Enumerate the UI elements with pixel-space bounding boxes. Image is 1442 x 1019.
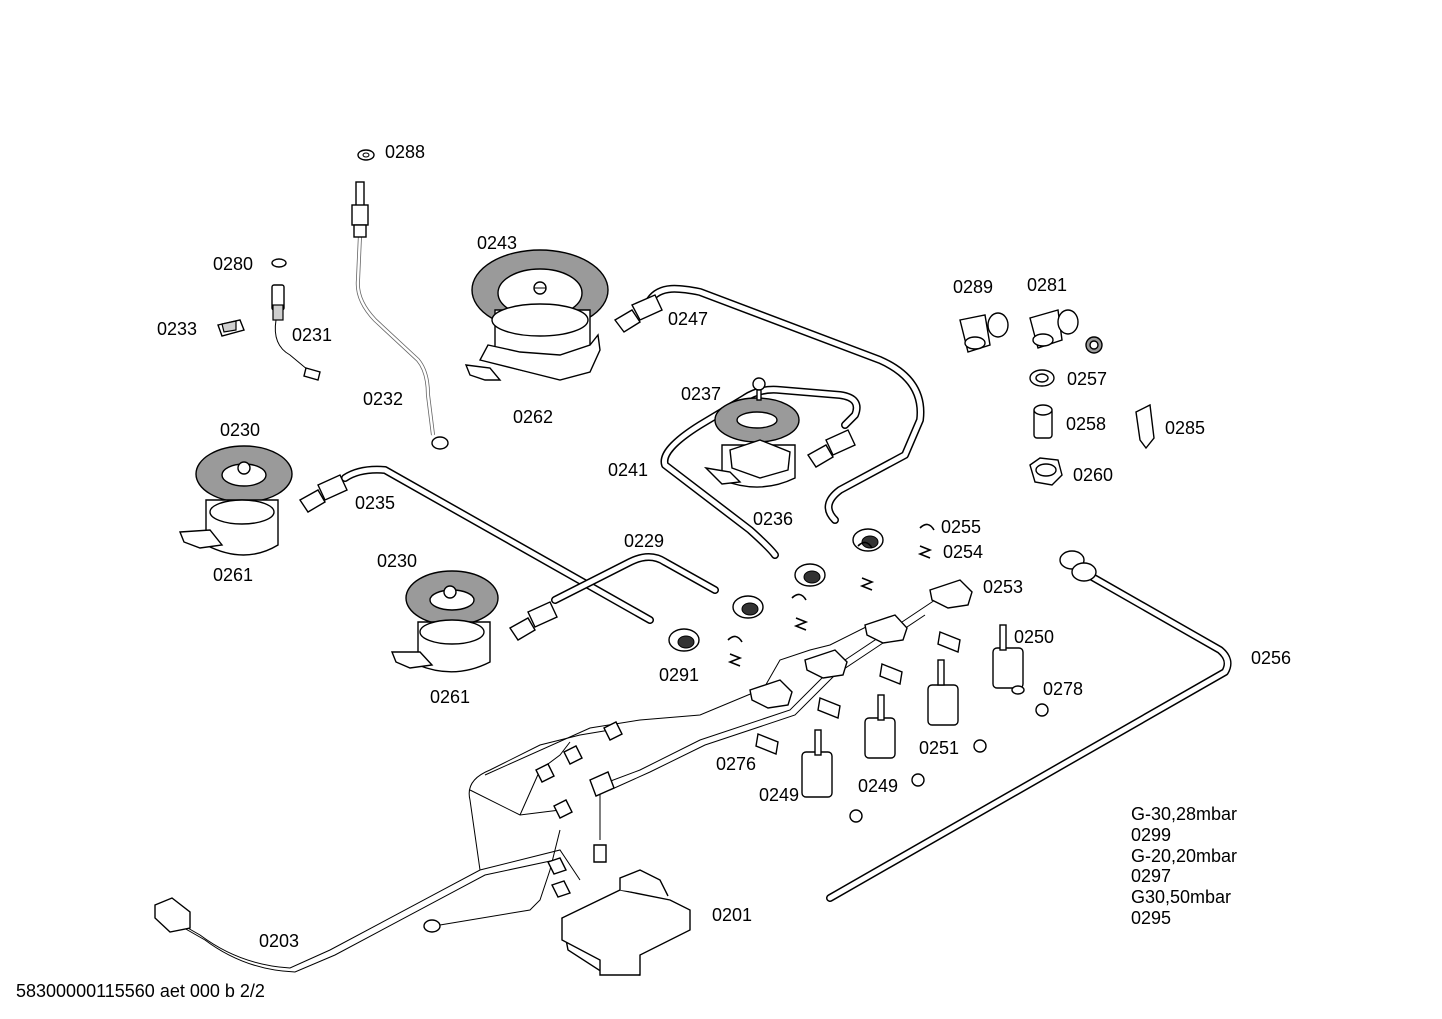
springs-clips: [727, 523, 935, 667]
label-0262: 0262: [513, 407, 553, 427]
ignition-module-0201: [561, 869, 691, 976]
part-labels: 0288 0280 0233 0231 0232 0243 0262 0247 …: [157, 142, 1291, 951]
label-0232: 0232: [363, 389, 403, 409]
gas-pipes: [274, 234, 1232, 902]
label-0276: 0276: [716, 754, 756, 774]
label-0251: 0251: [919, 738, 959, 758]
label-0291: 0291: [659, 665, 699, 685]
label-0288: 0288: [385, 142, 425, 162]
label-0260: 0260: [1073, 465, 1113, 485]
label-0253: 0253: [983, 577, 1023, 597]
label-0243: 0243: [477, 233, 517, 253]
label-0289: 0289: [953, 277, 993, 297]
harness-connectors: [154, 721, 623, 933]
thermocouple-0232: [351, 149, 449, 450]
note-line: 0297: [1131, 866, 1172, 887]
label-0256: 0256: [1251, 648, 1291, 668]
label-0254: 0254: [943, 542, 983, 562]
label-0257: 0257: [1067, 369, 1107, 389]
note-line: G-30,28mbar: [1131, 804, 1238, 824]
label-0249-right: 0249: [858, 776, 898, 796]
label-0201: 0201: [712, 905, 752, 925]
burner-0262: [464, 249, 609, 381]
label-0250: 0250: [1014, 627, 1054, 647]
label-0261-left: 0261: [213, 565, 253, 585]
label-0261-centre: 0261: [430, 687, 470, 707]
label-0230-left: 0230: [220, 420, 260, 440]
pipe-fittings: [298, 294, 1097, 652]
burner-0261-centre: [390, 570, 499, 673]
gas-valves: [749, 579, 1049, 823]
label-0229: 0229: [624, 531, 664, 551]
document-id-footer: 58300000115560 aet 000 b 2/2: [16, 981, 265, 1001]
connector-fittings: [959, 309, 1155, 486]
note-line: 0295: [1131, 907, 1172, 928]
label-0258: 0258: [1066, 414, 1106, 434]
note-line: G30,50mbar: [1131, 887, 1232, 908]
label-0280: 0280: [213, 254, 253, 274]
label-0203: 0203: [259, 931, 299, 951]
burner-0261-left: [178, 445, 293, 556]
electrode-0231: [271, 258, 321, 381]
wiring-harness: [164, 599, 936, 973]
label-0233: 0233: [157, 319, 197, 339]
label-0285: 0285: [1165, 418, 1205, 438]
burner-0236: [703, 377, 800, 488]
label-0278: 0278: [1043, 679, 1083, 699]
label-0231: 0231: [292, 325, 332, 345]
label-0237: 0237: [681, 384, 721, 404]
label-0236: 0236: [753, 509, 793, 529]
label-0247: 0247: [668, 309, 708, 329]
gas-type-notes: G-30,28mbar 0299 G-20,20mbar 0297 G30,50…: [1131, 804, 1237, 929]
note-line: 0299: [1131, 824, 1172, 845]
label-0249-left: 0249: [759, 785, 799, 805]
note-line: G-20,20mbar: [1131, 845, 1238, 866]
label-0241: 0241: [608, 460, 648, 480]
clip-0233: [217, 319, 245, 337]
label-0235: 0235: [355, 493, 395, 513]
label-0230-centre: 0230: [377, 551, 417, 571]
label-0281: 0281: [1027, 275, 1067, 295]
label-0255: 0255: [941, 517, 981, 537]
